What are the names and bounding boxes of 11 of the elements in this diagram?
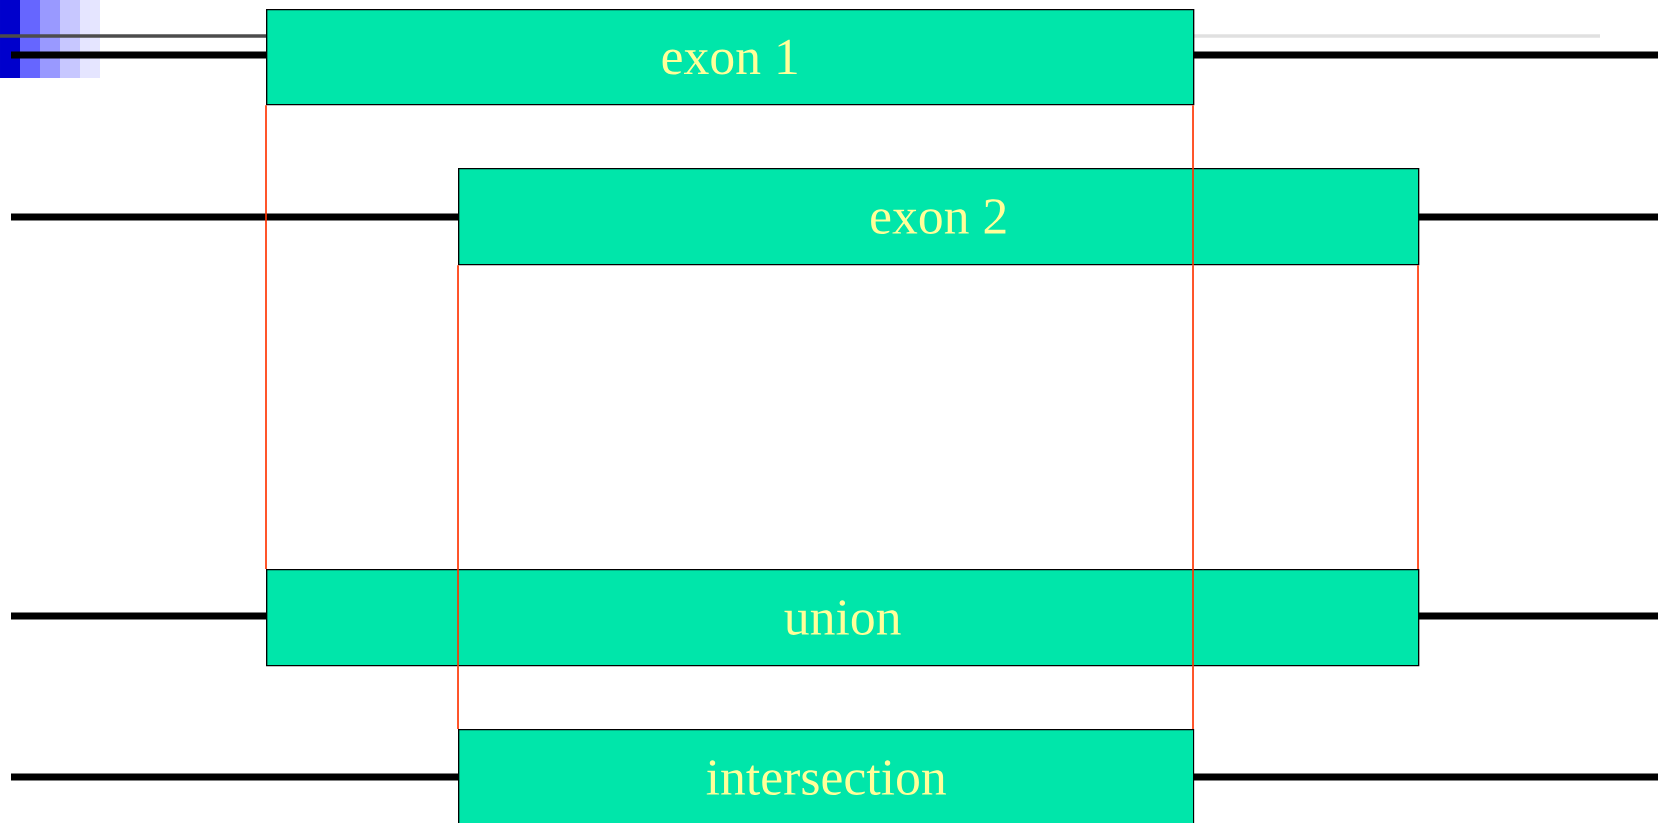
segment-box: intersection xyxy=(458,729,1195,823)
guide-line xyxy=(1417,264,1419,570)
guide-line xyxy=(457,264,459,570)
guide-line xyxy=(265,104,267,570)
segment-box: exon 2 xyxy=(458,168,1420,266)
segment-box: union xyxy=(266,569,1420,667)
guide-line xyxy=(1192,104,1194,169)
segment-box: exon 1 xyxy=(266,9,1195,106)
guide-line xyxy=(457,665,459,730)
guide-line xyxy=(1192,264,1194,570)
guide-line xyxy=(1192,665,1194,730)
